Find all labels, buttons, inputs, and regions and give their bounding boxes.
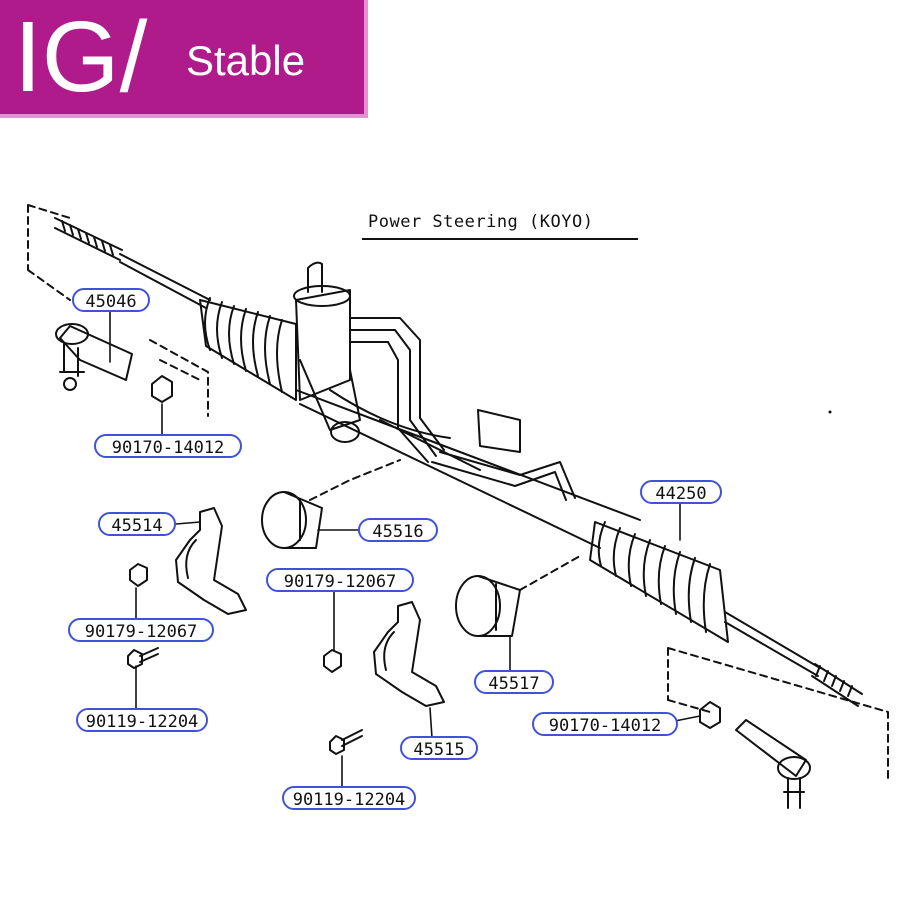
part-nut-bracket-mid: 90179-12067 xyxy=(266,568,414,592)
diagram-title: Power Steering (KOYO) xyxy=(368,212,594,232)
part-bolt-left: 90119-12204 xyxy=(76,708,208,732)
brand-logo: IG/ xyxy=(14,1,148,113)
part-rack-boot-right: 44250 xyxy=(640,480,722,504)
part-bushing-right: 45517 xyxy=(474,670,554,694)
right-dashed-outline xyxy=(667,647,889,779)
left-nut-dashed xyxy=(149,339,209,417)
left-dashed-outline xyxy=(27,204,71,301)
part-bracket-left: 45514 xyxy=(98,512,176,536)
rack-right xyxy=(724,611,821,677)
rack-tube xyxy=(295,389,641,549)
part-tie-rod-end-left: 45046 xyxy=(72,288,150,312)
left-boot xyxy=(199,297,297,401)
right-nut xyxy=(699,701,721,729)
left-bracket xyxy=(175,507,247,615)
part-nut-left: 90170-14012 xyxy=(94,434,242,458)
left-nut xyxy=(151,375,173,403)
left-tie-rod-end xyxy=(55,323,133,391)
rack-left xyxy=(119,253,211,309)
left-bushing xyxy=(261,491,323,549)
left-bolt xyxy=(127,647,159,669)
pinion-housing xyxy=(293,261,361,443)
part-bracket-right: 45515 xyxy=(400,736,478,760)
part-nut-bracket-left: 90179-12067 xyxy=(68,618,214,642)
right-boot xyxy=(589,521,729,643)
mid-small-nut xyxy=(323,649,342,673)
mid-bolt xyxy=(329,729,363,755)
brand-subtitle: Stable xyxy=(186,37,306,84)
right-tie-rod xyxy=(811,663,863,707)
right-tie-rod-end xyxy=(735,719,811,809)
right-bushing xyxy=(455,575,521,637)
part-bolt-mid: 90119-12204 xyxy=(282,786,416,810)
part-bushing-left: 45516 xyxy=(358,518,438,542)
left-small-nut xyxy=(129,563,148,587)
right-bracket xyxy=(373,601,445,707)
fluid-lines xyxy=(349,317,576,501)
part-nut-right: 90170-14012 xyxy=(532,712,678,736)
title-underline xyxy=(362,238,638,240)
brand-banner: IG/ Stable xyxy=(0,0,368,118)
